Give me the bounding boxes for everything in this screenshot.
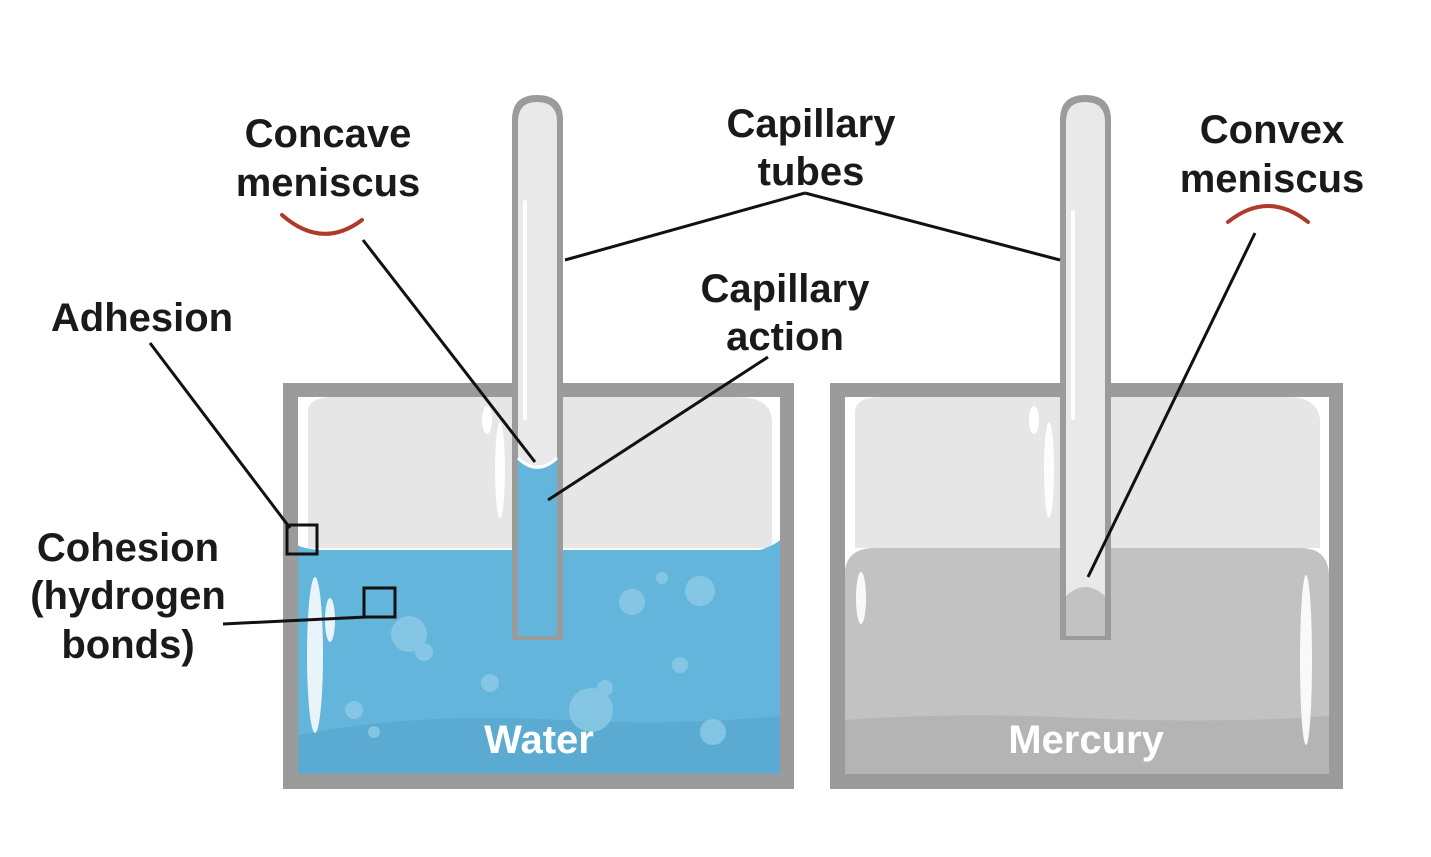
mercury-tube-glass [1066,102,1105,636]
convex-meniscus-arc-icon [1226,204,1310,224]
water-tube-meniscus [516,456,559,469]
water-glass-highlight [307,577,323,733]
mercury-deep-band [845,715,1329,774]
mercury-tube-glass-reflection [1044,422,1054,518]
cohesion-label-line2: (hydrogen [30,574,226,618]
mercury-capillary-tube [1044,95,1111,640]
adhesion-label: Adhesion [51,296,233,340]
mercury-container [830,383,1343,789]
capillary-tubes-leader-left [564,191,806,262]
water-tube-highlight [523,200,527,420]
adhesion-leader [148,342,292,529]
cohesion-label-line3: bonds) [61,623,194,667]
capillary-tubes-label-line1: Capillary [727,102,897,146]
mercury-tube-highlight [1071,210,1075,420]
mercury-tube-column [1066,587,1105,636]
adhesion-marker-box [285,523,319,556]
cohesion-marker-box [362,586,397,619]
water-tube-glass-reflection [495,422,505,518]
mercury-label: Mercury [1008,718,1164,762]
water-body [298,540,780,774]
capillary-action-leader [547,355,769,502]
convex-meniscus-label-line1: Convex [1200,108,1345,152]
capillary-action-label-line2: action [726,315,844,359]
mercury-glass-highlight [856,572,866,624]
water-glass-highlight-top [482,406,492,434]
concave-meniscus-label-line1: Concave [245,112,412,156]
convex-meniscus-leader [1086,232,1257,578]
concave-meniscus-leader [361,239,537,463]
water-capillary-tube [495,95,563,640]
cohesion-label-line1: Cohesion [37,526,219,570]
water-deep-band [298,716,780,774]
water-bubbles [345,572,726,745]
water-tube-column [518,460,557,636]
convex-meniscus-label-line2: meniscus [1180,157,1365,201]
concave-meniscus-arc-icon [280,213,364,236]
capillary-tubes-leader-right [804,191,1061,262]
capillary-tubes-label-line2: tubes [758,150,865,194]
concave-meniscus-label-line2: meniscus [236,161,421,205]
water-label: Water [484,718,594,762]
cohesion-leader [222,615,367,626]
mercury-glass-highlight-right [1300,575,1312,745]
capillary-action-label-line1: Capillary [701,267,871,311]
mercury-glass-highlight-top [1029,406,1039,434]
